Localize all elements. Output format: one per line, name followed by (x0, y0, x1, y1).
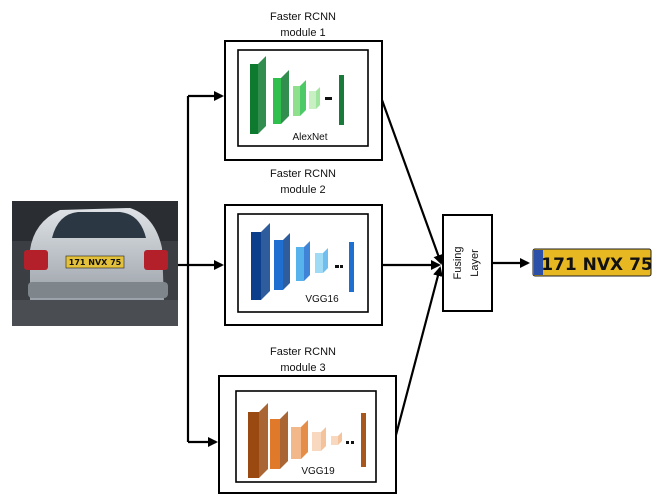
output-plate-text: 171 NVX 75 (541, 255, 652, 275)
module-3-box: VGG19 (218, 375, 397, 494)
module-3-title-line1: Faster RCNN (270, 346, 336, 358)
output-license-plate: 171 NVX 75 (532, 248, 653, 277)
input-connectors (178, 91, 224, 447)
fusing-layer-label-line2: Layer (469, 249, 481, 277)
fusing-layer-box: Fusing Layer (442, 214, 493, 312)
module-2-network-label: VGG16 (305, 294, 339, 305)
alexnet-architecture-icon (250, 56, 344, 134)
fusion-connectors (380, 99, 443, 436)
module-3-title-line2: module 3 (280, 362, 325, 374)
module-2-box: VGG16 (224, 204, 383, 326)
vgg19-architecture-icon (248, 403, 366, 478)
vgg16-architecture-icon (251, 223, 354, 300)
module-1-title-line2: module 1 (280, 27, 325, 39)
module-1-title-line1: Faster RCNN (270, 11, 336, 23)
module-1-box: AlexNet (224, 40, 383, 161)
car-photo: 171 NVX 75 (12, 201, 178, 326)
module-1-network-label: AlexNet (292, 132, 327, 143)
module-3-network-label: VGG19 (301, 466, 335, 477)
module-2-title-line2: module 2 (280, 184, 325, 196)
fusing-layer-label-line1: Fusing (452, 246, 464, 279)
car-plate-text: 171 NVX 75 (69, 258, 122, 267)
module-2-title-line1: Faster RCNN (270, 168, 336, 180)
